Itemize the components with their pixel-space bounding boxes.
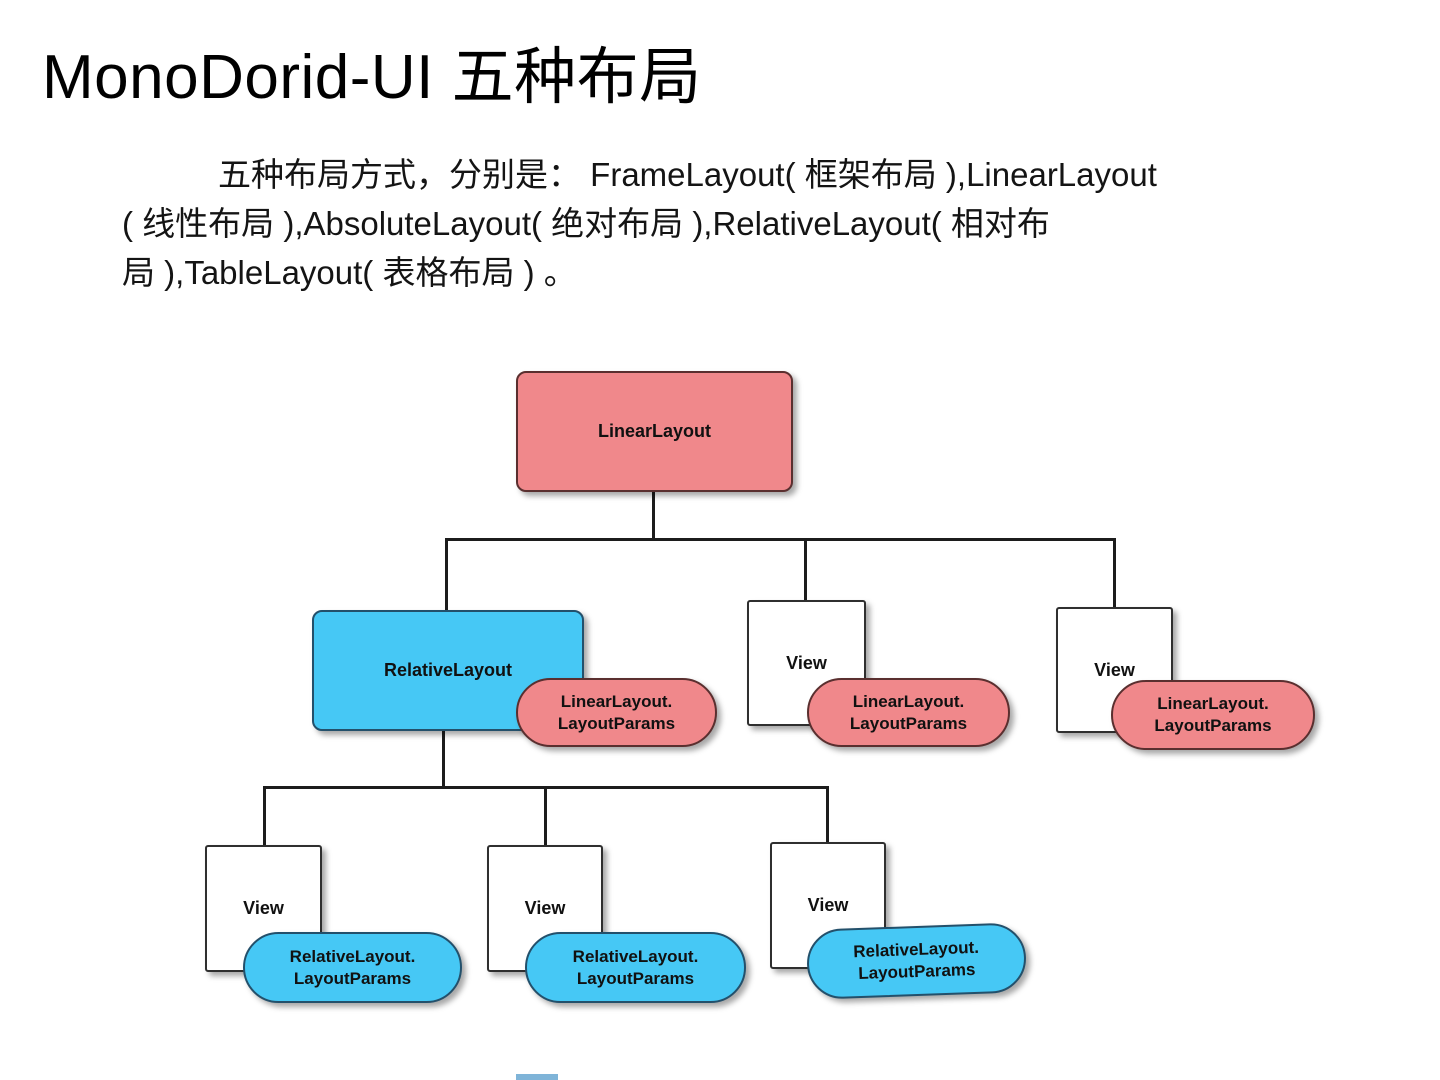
param-pill-linearlayout-3: LinearLayout. LayoutParams <box>1111 680 1315 750</box>
bottom-edge-artifact <box>516 1074 558 1080</box>
param-pill-relativelayout-3: RelativeLayout. LayoutParams <box>805 922 1028 1000</box>
param-pill-linearlayout-1: LinearLayout. LayoutParams <box>516 678 717 747</box>
node-relativelayout: RelativeLayout <box>312 610 584 731</box>
connector-root-stem <box>652 492 655 540</box>
pill-label-line1: LinearLayout. <box>852 691 965 711</box>
pill-label-line2: LayoutParams <box>576 968 695 988</box>
pill-label-line1: LinearLayout. <box>1157 694 1269 714</box>
connector-drop-view-mid <box>804 538 807 606</box>
pill-label-line1: RelativeLayout. <box>572 946 699 966</box>
param-pill-relativelayout-2: RelativeLayout. LayoutParams <box>525 932 746 1003</box>
node-label: View <box>1094 659 1135 680</box>
pill-label-line2: LayoutParams <box>557 713 676 733</box>
pill-label-line2: LayoutParams <box>293 968 412 988</box>
connector-level1-bus <box>445 538 1116 541</box>
pill-label-line1: LinearLayout. <box>560 691 673 711</box>
connector-drop-view-b1 <box>263 786 266 850</box>
body-line-3: 局 ),TableLayout( 表格布局 ) 。 <box>122 254 577 291</box>
connector-drop-view-b3 <box>826 786 829 848</box>
node-label: RelativeLayout <box>383 660 513 680</box>
param-pill-relativelayout-1: RelativeLayout. LayoutParams <box>243 932 462 1003</box>
node-label: View <box>807 895 849 915</box>
pill-label-line2: LayoutParams <box>849 713 968 733</box>
node-label: View <box>786 652 827 673</box>
body-line-2: ( 线性布局 ),AbsoluteLayout( 绝对布局 ),Relative… <box>122 205 1050 242</box>
connector-drop-view-right <box>1113 538 1116 612</box>
connector-relativelayout-stem <box>442 731 445 788</box>
node-linearlayout-root: LinearLayout <box>516 371 793 492</box>
pill-label-line2: LayoutParams <box>1154 716 1272 735</box>
node-label: View <box>243 898 284 918</box>
pill-label-line2: LayoutParams <box>857 959 976 984</box>
body-line-1: 五种布局方式，分别是： FrameLayout( 框架布局 ),LinearLa… <box>218 156 1157 193</box>
node-label: View <box>524 898 566 918</box>
connector-drop-view-b2 <box>544 786 547 850</box>
node-label: LinearLayout <box>597 421 712 441</box>
connector-drop-relativelayout <box>445 538 448 616</box>
param-pill-linearlayout-2: LinearLayout. LayoutParams <box>807 678 1010 747</box>
slide-title: MonoDorid-UI 五种布局 <box>42 43 702 112</box>
body-paragraph: 五种布局方式，分别是： FrameLayout( 框架布局 ),LinearLa… <box>122 150 1362 297</box>
pill-label-line1: RelativeLayout. <box>289 946 416 966</box>
